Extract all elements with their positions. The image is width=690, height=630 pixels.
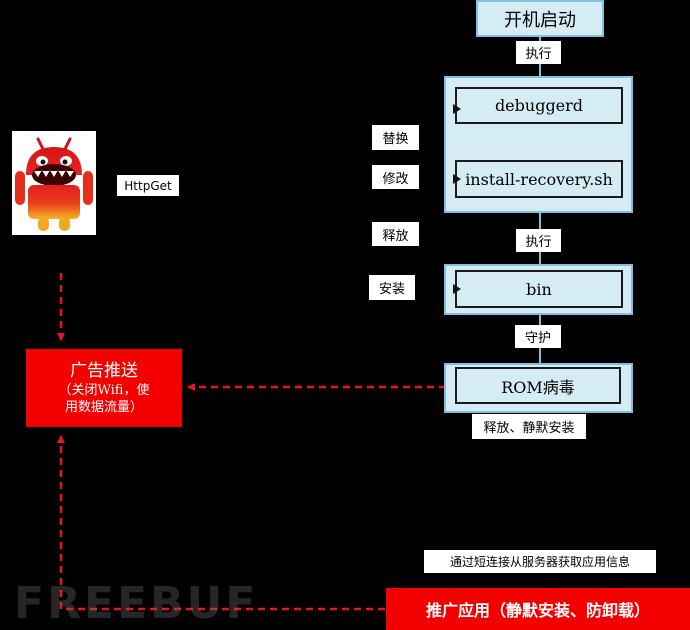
- box-ad-push: 广告推送 （关闭Wifi，使 用数据流量）: [26, 349, 182, 427]
- android-robot-icon: [15, 137, 93, 231]
- android-malware-icon: [12, 131, 96, 235]
- ad-push-subtitle-line2: 用数据流量）: [64, 400, 143, 415]
- label-modify: 修改: [372, 165, 419, 189]
- ad-push-subtitle-line1: （关闭Wifi，使: [58, 383, 150, 398]
- box-promote-app: 推广应用（静默安装、防卸载）: [386, 588, 690, 630]
- label-execute-2: 执行: [516, 229, 561, 252]
- label-guard: 守护: [515, 325, 561, 348]
- label-release-silent-install: 释放、静默安装: [472, 414, 586, 439]
- arrowhead-modify: [453, 174, 461, 184]
- label-release: 释放: [372, 222, 419, 246]
- ad-push-title: 广告推送: [70, 361, 138, 381]
- watermark: FREEBUF: [14, 578, 259, 629]
- node-bin: bin: [455, 270, 623, 308]
- label-httpget: HttpGet: [117, 175, 179, 196]
- arrowhead-replace: [453, 104, 461, 114]
- label-replace: 替换: [372, 125, 419, 150]
- node-install-recovery: install-recovery.sh: [455, 160, 623, 198]
- arrow-promote-to-ad: [57, 435, 385, 611]
- label-install: 安装: [369, 275, 415, 300]
- node-debuggerd: debuggerd: [455, 87, 623, 124]
- arrowhead-install: [453, 284, 461, 294]
- node-rom-virus: ROM病毒: [455, 367, 621, 404]
- label-short-connection: 通过短连接从服务器获取应用信息: [424, 550, 656, 573]
- promote-title: 推广应用（静默安装、防卸载）: [425, 601, 650, 620]
- node-boot: 开机启动: [476, 0, 604, 37]
- label-execute-1: 执行: [516, 41, 561, 64]
